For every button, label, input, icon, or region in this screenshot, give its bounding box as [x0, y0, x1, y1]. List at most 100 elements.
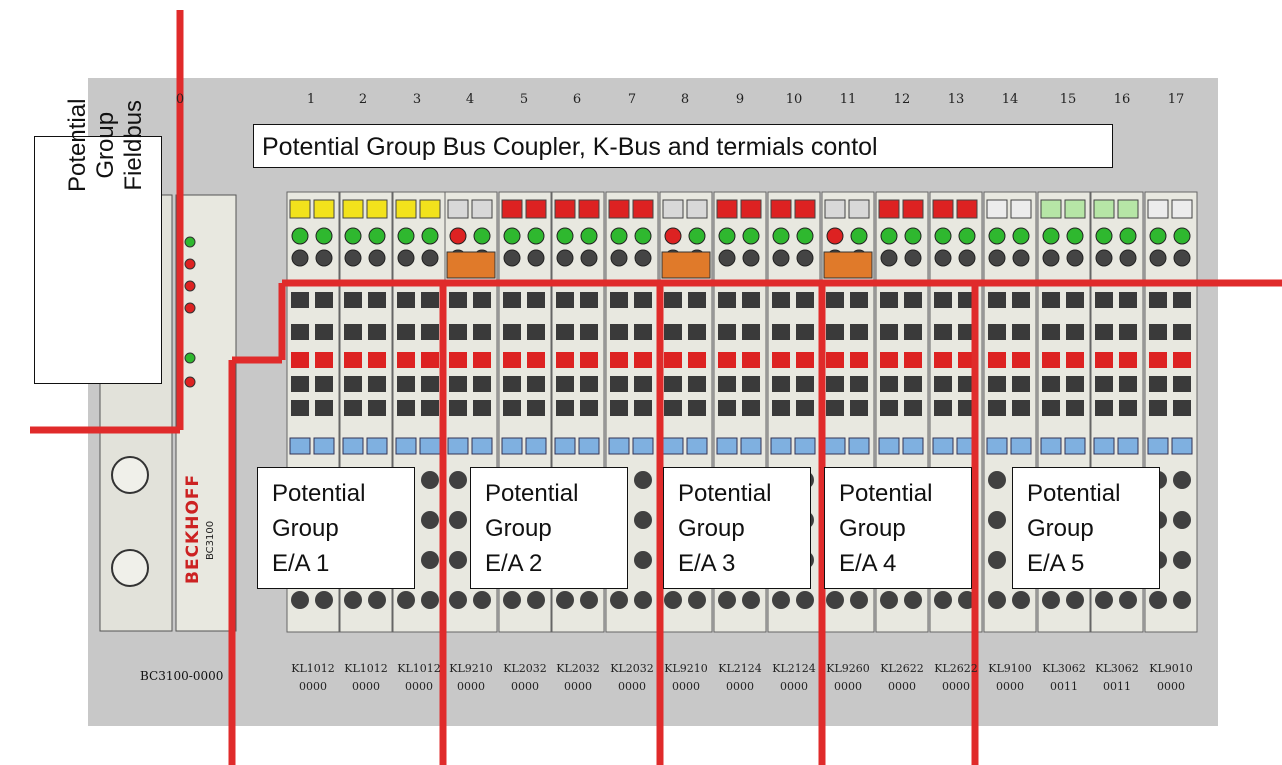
wire-terminal	[688, 591, 706, 609]
contact-block	[397, 324, 415, 340]
terminal-led	[291, 249, 309, 267]
wire-terminal	[664, 591, 682, 609]
contact-block	[904, 376, 922, 392]
contact-block	[421, 376, 439, 392]
terminal-led-window	[878, 199, 900, 219]
terminal-led	[1173, 227, 1191, 245]
slot-number: 15	[1059, 92, 1077, 107]
contact-block	[315, 376, 333, 392]
contact-block	[1095, 324, 1113, 340]
contact-block	[1119, 376, 1137, 392]
terminal-led	[664, 227, 682, 245]
contact-block	[291, 292, 309, 308]
contact-block	[826, 376, 844, 392]
contact-block	[344, 400, 362, 416]
group-line: Group	[272, 515, 339, 542]
terminal-model-variant: 0000	[405, 680, 433, 693]
contact-blue	[1040, 437, 1062, 455]
contact-block	[796, 292, 814, 308]
terminal-led	[527, 249, 545, 267]
wire-terminal	[421, 511, 439, 529]
terminal-led	[344, 249, 362, 267]
contact-block	[988, 292, 1006, 308]
contact-block	[772, 324, 790, 340]
contact-block	[610, 292, 628, 308]
terminal-led	[368, 249, 386, 267]
contact-block	[449, 400, 467, 416]
contact-block	[421, 324, 439, 340]
contact-block	[527, 376, 545, 392]
terminal-led	[556, 249, 574, 267]
wire-terminal	[291, 591, 309, 609]
terminal-model-variant: 0000	[457, 680, 485, 693]
terminal-led	[1066, 227, 1084, 245]
contact-block	[1119, 324, 1137, 340]
contact-block	[664, 324, 682, 340]
wire-terminal	[1173, 471, 1191, 489]
slot-number: 8	[680, 92, 690, 107]
contact-block	[610, 324, 628, 340]
terminal-led	[1119, 227, 1137, 245]
slot-number: 5	[519, 92, 529, 107]
terminal-led	[850, 227, 868, 245]
terminal-model-variant: 0000	[511, 680, 539, 693]
terminal-led	[1042, 227, 1060, 245]
terminal-model-code: KL2622	[880, 662, 924, 675]
terminal-model-code: KL1012	[397, 662, 441, 675]
terminal-led	[1095, 249, 1113, 267]
contact-block	[1173, 292, 1191, 308]
contact-block	[1042, 400, 1060, 416]
wire-terminal	[580, 591, 598, 609]
contact-red	[934, 352, 952, 368]
contact-block	[397, 292, 415, 308]
terminal-led-window	[608, 199, 630, 219]
contact-block	[1095, 292, 1113, 308]
contact-red	[742, 352, 760, 368]
wire-terminal	[449, 551, 467, 569]
terminal-led-window	[289, 199, 311, 219]
group-line: Group	[1027, 515, 1094, 542]
fieldbus-label: Potential Group Fieldbus	[64, 99, 148, 192]
wire-terminal	[421, 471, 439, 489]
contact-blue	[313, 437, 335, 455]
status-led	[184, 302, 196, 314]
contact-block	[934, 292, 952, 308]
contact-block	[796, 324, 814, 340]
slot-number: 1	[306, 92, 316, 107]
wire-terminal	[527, 591, 545, 609]
terminal-led	[503, 227, 521, 245]
potential-group-box-2: Potential Group E/A 2	[470, 467, 628, 589]
status-led	[184, 258, 196, 270]
slot-number: 11	[839, 92, 857, 107]
contact-block	[1042, 324, 1060, 340]
wire-terminal	[796, 591, 814, 609]
contact-blue	[447, 437, 469, 455]
terminal-led	[772, 227, 790, 245]
contact-block	[473, 376, 491, 392]
contact-blue	[878, 437, 900, 455]
contact-block	[291, 376, 309, 392]
terminal-led	[988, 249, 1006, 267]
contact-blue	[986, 437, 1008, 455]
contact-red	[1149, 352, 1167, 368]
terminal-led-window	[770, 199, 792, 219]
wire-terminal	[397, 591, 415, 609]
terminal-led	[291, 227, 309, 245]
terminal-led	[473, 227, 491, 245]
wire-terminal	[610, 591, 628, 609]
wire-terminal	[634, 511, 652, 529]
coupler-code-label: BC3100	[205, 520, 216, 560]
contact-blue	[608, 437, 630, 455]
terminal-led	[880, 249, 898, 267]
contact-block	[664, 292, 682, 308]
terminal-model-code: KL2032	[503, 662, 547, 675]
contact-block	[1173, 400, 1191, 416]
contact-blue	[1064, 437, 1086, 455]
terminal-model-variant: 0000	[564, 680, 592, 693]
terminal-model-variant: 0000	[672, 680, 700, 693]
terminal-led	[742, 227, 760, 245]
contact-block	[850, 324, 868, 340]
